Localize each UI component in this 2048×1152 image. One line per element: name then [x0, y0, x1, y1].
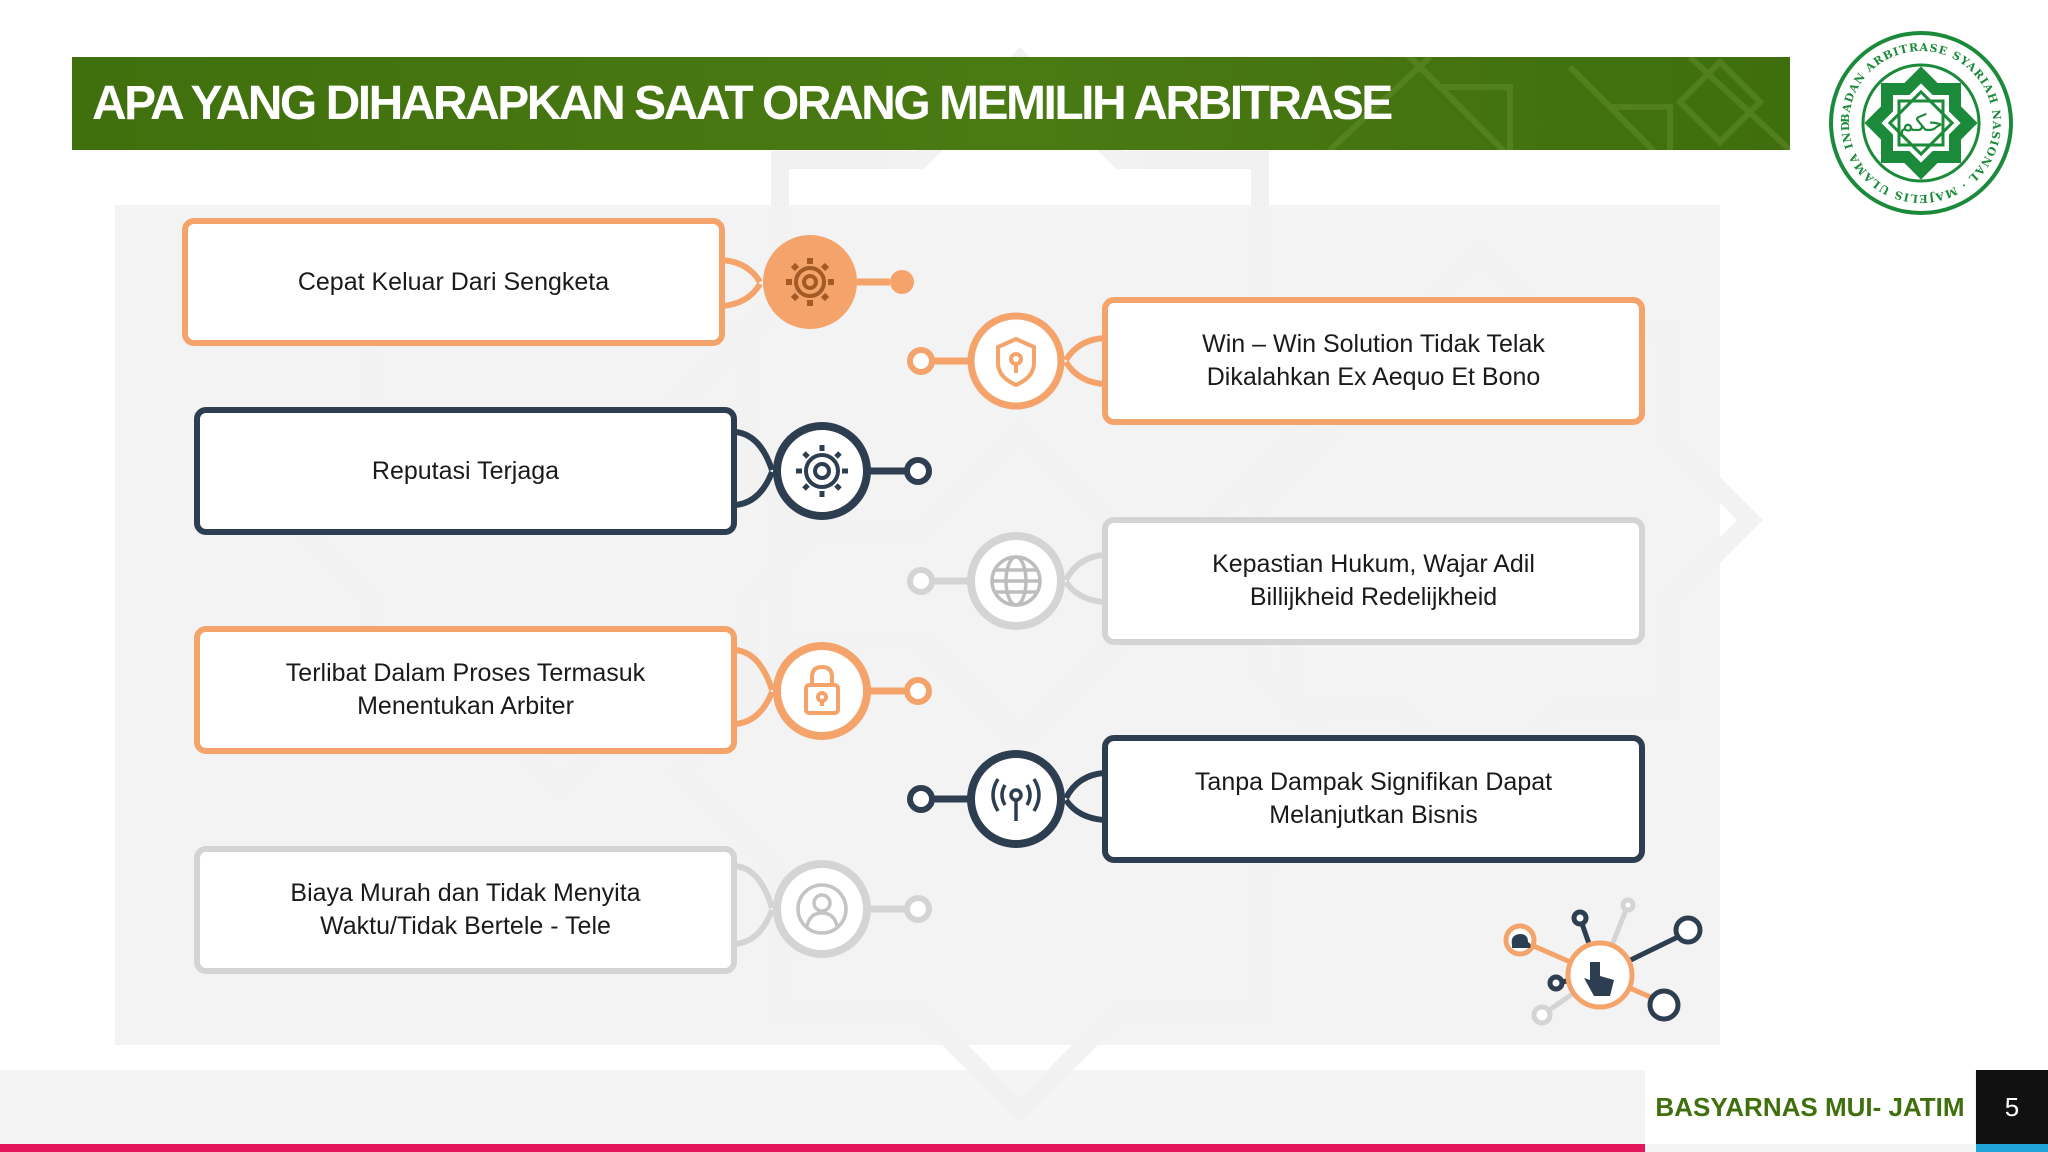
- logo-center-text: حكم: [1899, 109, 1943, 137]
- pointer-hand-icon: [1584, 962, 1614, 996]
- item-card-1: Cepat Keluar Dari Sengketa: [182, 218, 725, 346]
- item-1-text: Cepat Keluar Dari Sengketa: [297, 267, 610, 296]
- title-pattern: [1327, 57, 1790, 150]
- item-card-3: Reputasi Terjaga: [194, 407, 737, 535]
- item-2-text: Win – Win Solution Tidak Telak Dikalahka…: [1202, 330, 1545, 391]
- connector-item-4: [907, 532, 1105, 630]
- connector-item-7: [734, 860, 932, 958]
- footer-label: BASYARNAS MUI- JATIM: [1645, 1070, 1975, 1144]
- cloud-icon: [1511, 934, 1531, 948]
- item-card-6: Tanpa Dampak Signifikan Dapat Melanjutka…: [1102, 735, 1645, 863]
- page-number: 5: [1976, 1070, 2048, 1144]
- item-5-text: Terlibat Dalam Proses Termasuk Menentuka…: [285, 659, 646, 720]
- globe-icon: [990, 555, 1042, 607]
- item-card-4: Kepastian Hukum, Wajar Adil Billijkheid …: [1102, 517, 1645, 645]
- item-card-7: Biaya Murah dan Tidak Menyita Waktu/Tida…: [194, 846, 737, 974]
- slide-title: APA YANG DIHARAPKAN SAAT ORANG MEMILIH A…: [92, 77, 1393, 130]
- gear-icon: [796, 445, 848, 497]
- item-card-5: Terlibat Dalam Proses Termasuk Menentuka…: [194, 626, 737, 754]
- item-3-text: Reputasi Terjaga: [371, 456, 560, 485]
- connector-item-3: [734, 422, 932, 520]
- title-bar: APA YANG DIHARAPKAN SAAT ORANG MEMILIH A…: [72, 57, 1790, 150]
- user-icon: [796, 883, 848, 935]
- connector-item-2: [907, 312, 1105, 410]
- item-6-text: Tanpa Dampak Signifikan Dapat Melanjutka…: [1194, 768, 1553, 829]
- item-4-text: Kepastian Hukum, Wajar Adil Billijkheid …: [1212, 550, 1535, 611]
- broadcast-icon: [991, 778, 1041, 821]
- network-illustration: [1503, 897, 1703, 1026]
- gear-icon: [786, 258, 834, 306]
- connector-item-6: [907, 750, 1105, 848]
- footer-accent-line-blue: [1976, 1144, 2048, 1152]
- connector-item-5: [734, 642, 932, 740]
- lock-icon: [804, 664, 840, 715]
- connector-item-1: [721, 235, 914, 329]
- footer-accent-line: [0, 1144, 1645, 1152]
- item-card-2: Win – Win Solution Tidak Telak Dikalahka…: [1102, 297, 1645, 425]
- item-7-text: Biaya Murah dan Tidak Menyita Waktu/Tida…: [290, 879, 641, 940]
- shield-icon: [996, 336, 1036, 388]
- basyarnas-logo: BADAN ARBITRASE SYARIAH NASIONAL · MAJEL…: [1826, 28, 2013, 215]
